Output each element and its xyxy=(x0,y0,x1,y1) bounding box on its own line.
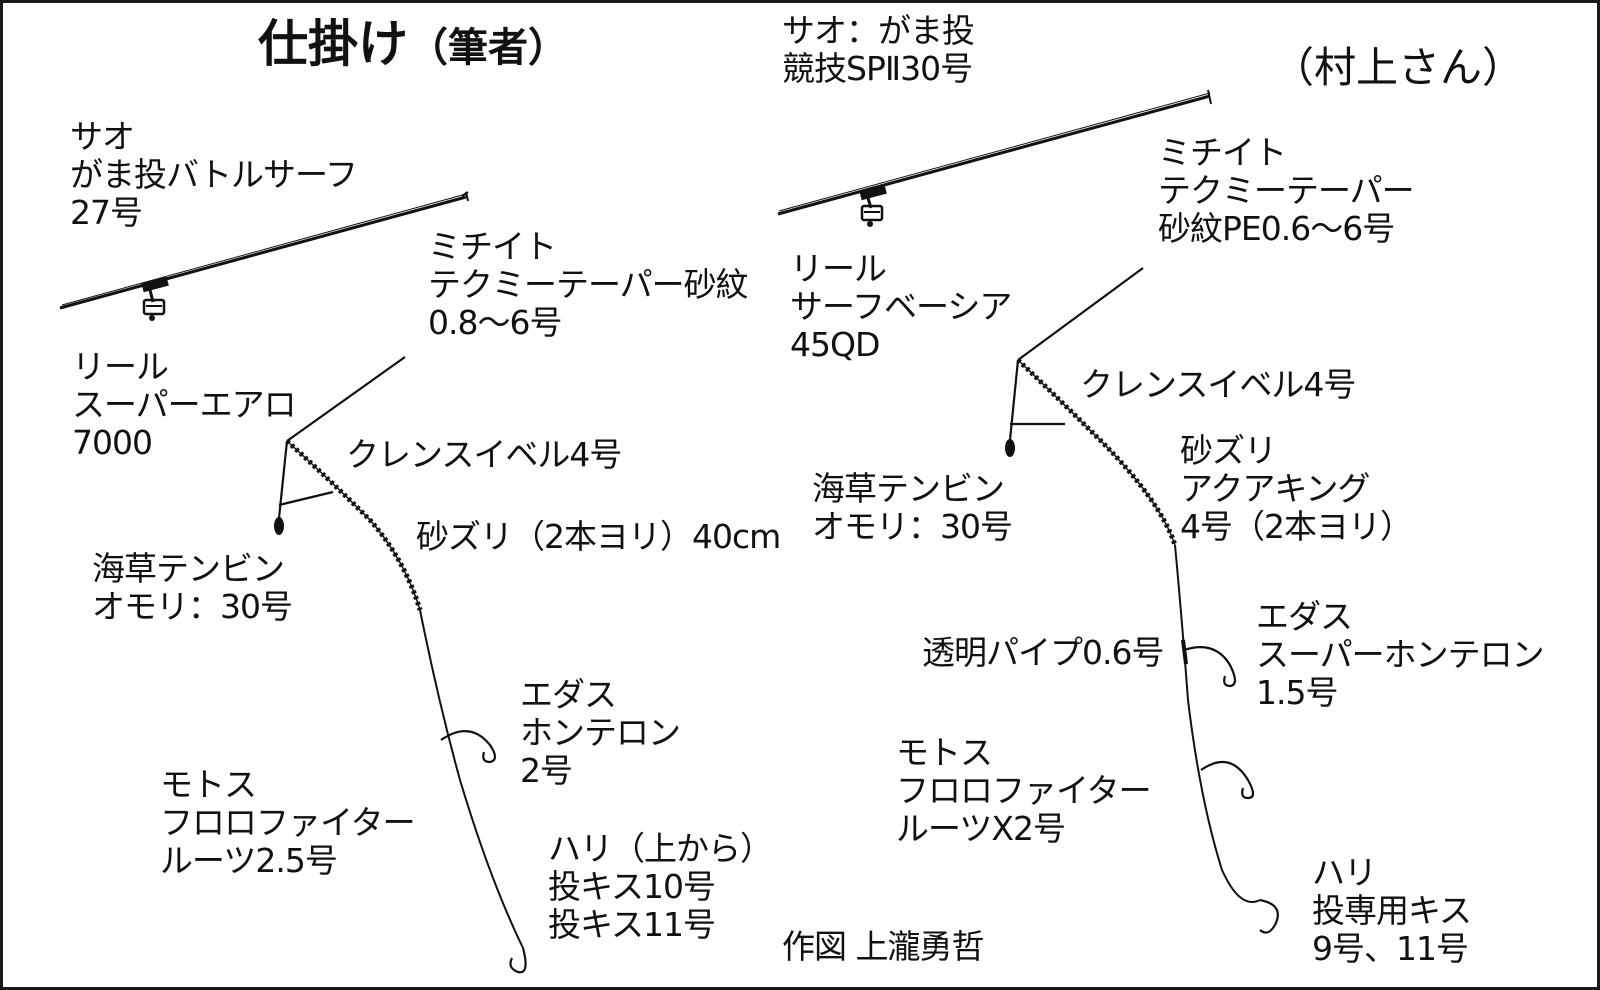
right-swivel-label: クレンスイベル4号 xyxy=(1080,365,1356,404)
right-reel-label-line1: リール xyxy=(790,249,887,288)
right-branch-label: エダス スーパーホンテロン 1.5号 xyxy=(1256,597,1545,712)
right-leader xyxy=(1174,544,1261,903)
left-sinker-label: 海草テンビン オモリ：30号 xyxy=(92,549,293,626)
right-title-text: （村上さん） xyxy=(1272,43,1525,92)
left-title: 仕掛け（筆者） xyxy=(258,16,568,76)
right-line-label-line2: テクミーテーパー xyxy=(1158,171,1415,210)
credit-label: 作図 上瀧勇哲 xyxy=(782,928,984,966)
right-main-label: モトス フロロファイター ルーツX2号 xyxy=(896,733,1152,848)
left-hook-lower xyxy=(509,947,527,974)
left-sinker-label-line2: オモリ：30号 xyxy=(92,587,293,626)
left-line-label: ミチイト テクミーテーパー砂紋 0.8～6号 xyxy=(428,227,749,342)
left-main-label-line2: フロロファイター xyxy=(160,803,416,842)
left-title-main: 仕掛け xyxy=(258,15,408,73)
right-tenbin xyxy=(1005,359,1065,457)
right-sinker-label-line2: オモリ：30号 xyxy=(812,507,1013,546)
right-branch-upper xyxy=(1183,646,1237,688)
right-hook-label-line2: 投専用キス xyxy=(1312,891,1472,930)
left-branch-label-line2: ホンテロン xyxy=(520,713,681,752)
left-shock-leader xyxy=(285,439,423,611)
left-reel-label-line1: リール xyxy=(72,347,169,386)
right-shock-label-line2: アクアキング xyxy=(1180,469,1370,508)
right-hook-lower xyxy=(1259,898,1279,934)
right-rod-label-line1: サオ：がま投 xyxy=(782,11,975,50)
left-rod-label-line1: サオ xyxy=(70,117,135,156)
left-swivel-label: クレンスイベル4号 xyxy=(346,435,622,474)
left-hook-label-line1: ハリ（上から） xyxy=(548,829,773,868)
right-sinker-label-line1: 海草テンビン xyxy=(812,469,1005,508)
right-shock-label: 砂ズリ アクアキング 4号（2本ヨリ） xyxy=(1180,431,1413,546)
credit-text: 作図 上瀧勇哲 xyxy=(782,927,984,966)
right-rod-label-line2: 競技SPⅡ30号 xyxy=(782,49,973,88)
left-line-label-line3: 0.8～6号 xyxy=(428,303,562,342)
right-shock-leader xyxy=(1016,358,1178,546)
left-line-label-line1: ミチイト xyxy=(428,227,557,266)
left-leader xyxy=(419,609,524,949)
left-rod-label-line3: 27号 xyxy=(70,193,143,232)
left-line-label-line2: テクミーテーパー砂紋 xyxy=(428,265,749,304)
right-reel-label: リール サーフベーシア 45QD xyxy=(790,249,1012,364)
left-rod-label: サオ がま投バトルサーフ 27号 xyxy=(70,117,358,232)
right-main-label-line1: モトス xyxy=(896,733,993,772)
right-reel-label-line2: サーフベーシア xyxy=(790,287,1012,326)
left-reel xyxy=(142,289,166,321)
left-title-sub: （筆者） xyxy=(408,25,568,71)
right-pipe xyxy=(1181,639,1188,665)
right-main-label-line3: ルーツX2号 xyxy=(896,809,1066,848)
right-branch-label-line1: エダス xyxy=(1256,597,1353,636)
left-shock-text: 砂ズリ（2本ヨリ）40cm xyxy=(416,517,781,556)
left-branch-label: エダス ホンテロン 2号 xyxy=(520,675,681,790)
left-hook-label-line3: 投キス11号 xyxy=(548,905,716,944)
right-hook-label-line1: ハリ xyxy=(1312,853,1377,892)
left-rod-label-line2: がま投バトルサーフ xyxy=(70,155,358,194)
right-hook-label-line3: 9号、11号 xyxy=(1312,929,1469,968)
left-reel-label-line3: 7000 xyxy=(72,423,153,462)
right-hook-label: ハリ 投専用キス 9号、11号 xyxy=(1312,853,1472,968)
left-branch-label-line3: 2号 xyxy=(520,751,573,790)
right-swivel-text: クレンスイベル4号 xyxy=(1080,365,1356,404)
left-main-line xyxy=(286,356,406,442)
left-tenbin xyxy=(274,440,334,535)
right-branch-label-line3: 1.5号 xyxy=(1256,673,1338,712)
left-hook-label: ハリ（上から） 投キス10号 投キス11号 xyxy=(548,829,773,944)
right-main-label-line2: フロロファイター xyxy=(896,771,1152,810)
left-rod xyxy=(59,191,469,310)
left-swivel-text: クレンスイベル4号 xyxy=(346,435,622,474)
right-reel-label-line3: 45QD xyxy=(790,325,880,364)
right-title: （村上さん） xyxy=(1272,44,1524,92)
right-line-label: ミチイト テクミーテーパー 砂紋PE0.6～6号 xyxy=(1158,133,1415,248)
left-reel-label: リール スーパーエアロ 7000 xyxy=(72,347,297,462)
right-pipe-text: 透明パイプ0.6号 xyxy=(922,633,1164,672)
right-branch-lower xyxy=(1200,760,1255,800)
left-main-label-line1: モトス xyxy=(160,765,257,804)
left-branch-upper xyxy=(440,730,497,764)
right-sinker-label: 海草テンビン オモリ：30号 xyxy=(812,469,1013,546)
right-pipe-label: 透明パイプ0.6号 xyxy=(922,633,1164,672)
right-reel xyxy=(860,197,884,227)
left-main-label: モトス フロロファイター ルーツ2.5号 xyxy=(160,765,416,880)
right-rod xyxy=(777,89,1212,216)
right-shock-label-line1: 砂ズリ xyxy=(1180,431,1277,470)
right-rod-label: サオ：がま投 競技SPⅡ30号 xyxy=(782,11,975,88)
right-main-line xyxy=(1017,267,1144,361)
right-line-label-line3: 砂紋PE0.6～6号 xyxy=(1158,209,1395,248)
right-shock-label-line3: 4号（2本ヨリ） xyxy=(1180,507,1413,546)
left-branch-label-line1: エダス xyxy=(520,675,617,714)
left-reel-label-line2: スーパーエアロ xyxy=(72,385,297,424)
right-line-label-line1: ミチイト xyxy=(1158,133,1287,172)
left-main-label-line3: ルーツ2.5号 xyxy=(160,841,338,880)
left-sinker-label-line1: 海草テンビン xyxy=(92,549,285,588)
left-hook-label-line2: 投キス10号 xyxy=(548,867,716,906)
left-shock-label: 砂ズリ（2本ヨリ）40cm xyxy=(416,517,781,556)
right-branch-label-line2: スーパーホンテロン xyxy=(1256,635,1545,674)
